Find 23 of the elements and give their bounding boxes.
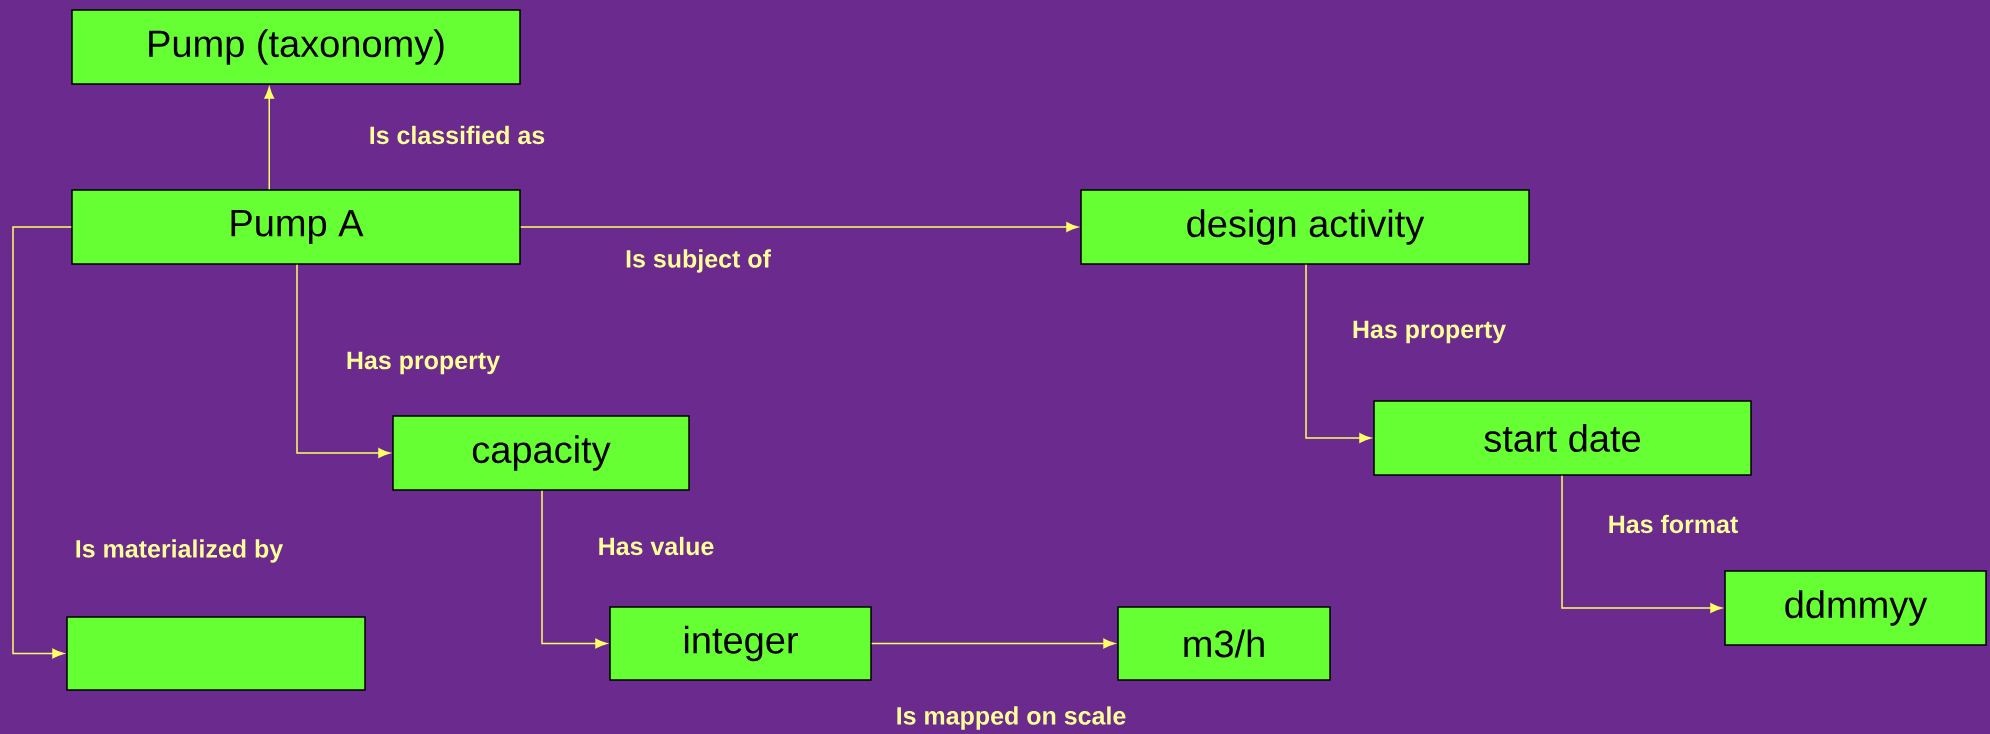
arrow (1305, 264, 1372, 443)
arrow (264, 86, 275, 190)
concept-box: Pump A (71, 189, 521, 265)
concept-box: start date (1373, 400, 1752, 476)
arrow (12, 226, 72, 659)
edge-label: Has property (1349, 318, 1509, 346)
concept-box: m3/h (1117, 606, 1331, 681)
concept-box: ddmmyy (1724, 570, 1987, 646)
concept-box: capacity (392, 415, 690, 491)
arrow (520, 222, 1079, 232)
concept-box: Pump (taxonomy) (71, 9, 521, 85)
edge-label: Is subject of (623, 247, 773, 275)
arrow (1561, 475, 1723, 613)
edge-label: Is mapped on scale (893, 704, 1129, 732)
concept-box: integer (609, 606, 872, 681)
arrow (541, 490, 608, 649)
empty-box (66, 616, 366, 691)
edge-label: Is materialized by (72, 537, 286, 565)
arrow (871, 638, 1116, 649)
edge-label: Has property (343, 349, 503, 377)
concept-box: design activity (1080, 189, 1530, 265)
edge-label: Is classified as (366, 123, 548, 147)
arrow (296, 264, 391, 458)
